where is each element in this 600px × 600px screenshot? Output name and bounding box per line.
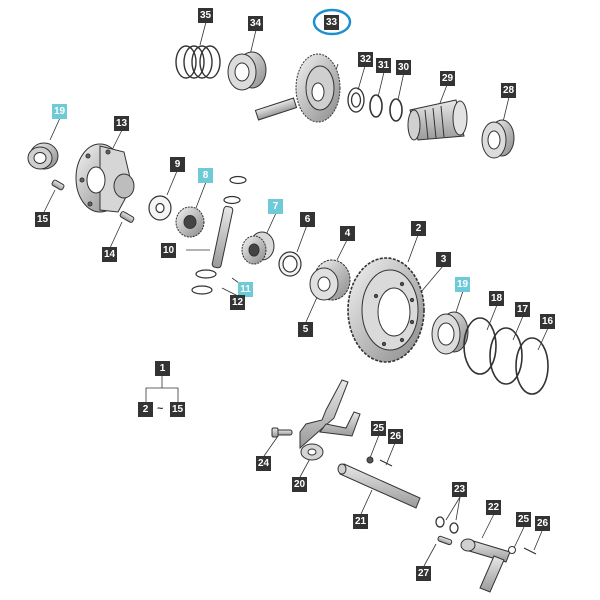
callout-13[interactable]: 13: [114, 116, 130, 131]
part-10-cross-shaft: [211, 205, 234, 269]
part-35-snap-rings: [175, 45, 221, 79]
legend-assembly-1[interactable]: 1: [155, 361, 170, 376]
callout-26-lower[interactable]: 26: [535, 516, 551, 531]
callout-34[interactable]: 34: [248, 16, 264, 31]
legend-range-separator: ~: [157, 403, 164, 415]
callout-14[interactable]: 14: [102, 247, 118, 262]
part-22-lever: [460, 538, 511, 593]
part-16-ring: [515, 337, 549, 395]
callout-33-selected[interactable]: 33: [324, 15, 340, 30]
callout-17[interactable]: 17: [515, 302, 531, 317]
callout-20[interactable]: 20: [292, 477, 308, 492]
part-17-ring: [489, 327, 523, 385]
callout-15[interactable]: 15: [35, 212, 51, 227]
part-26-pin-upper: [379, 459, 393, 467]
legend-range-start-2[interactable]: 2: [138, 402, 153, 417]
part-25-pin-upper: [366, 456, 374, 464]
callout-2[interactable]: 2: [411, 221, 426, 236]
callout-22[interactable]: 22: [486, 500, 502, 515]
part-30-ring: [389, 98, 403, 122]
part-15-bolt: [51, 179, 65, 191]
part-33-bevel-pinion: [254, 53, 341, 123]
callout-30[interactable]: 30: [396, 60, 412, 75]
part-28-bearing: [481, 119, 515, 159]
part-14-pin: [119, 211, 135, 223]
callout-5[interactable]: 5: [298, 322, 313, 337]
callout-19-lower[interactable]: 19: [455, 277, 471, 292]
part-washer-clips: [223, 175, 247, 205]
part-21-shift-rod: [337, 463, 421, 509]
callout-35[interactable]: 35: [198, 8, 214, 23]
part-13-differential-case: [75, 143, 135, 213]
part-20-shift-fork: [299, 379, 361, 461]
part-23-o-rings: [435, 516, 459, 534]
callout-18[interactable]: 18: [489, 291, 505, 306]
part-9-washer: [148, 195, 172, 221]
part-24-bolt: [271, 427, 293, 438]
callout-11[interactable]: 11: [238, 282, 253, 297]
callout-12[interactable]: 12: [230, 295, 246, 310]
callout-32[interactable]: 32: [358, 52, 374, 67]
callout-29[interactable]: 29: [440, 71, 456, 86]
callout-6[interactable]: 6: [300, 212, 315, 227]
callout-25-lower[interactable]: 25: [516, 512, 532, 527]
callout-8[interactable]: 8: [198, 168, 213, 183]
part-12-snap-ring: [191, 285, 213, 295]
part-32-washer: [347, 87, 365, 113]
part-2-ring-gear: [347, 257, 425, 363]
callout-28[interactable]: 28: [501, 83, 517, 98]
part-11-thrust-washer: [195, 269, 217, 279]
callout-31[interactable]: 31: [376, 58, 392, 73]
callout-16[interactable]: 16: [540, 314, 556, 329]
callout-23[interactable]: 23: [452, 482, 468, 497]
part-29-shaft: [407, 99, 468, 141]
part-19-bearing-lower: [431, 311, 469, 355]
part-26-pin-lower: [523, 547, 537, 555]
callout-25-upper[interactable]: 25: [371, 421, 387, 436]
selection-highlight-ring: [312, 8, 352, 36]
part-25-pin-lower: [508, 546, 516, 554]
part-4-side-gear: [309, 259, 351, 301]
callout-4[interactable]: 4: [340, 226, 355, 241]
part-27-bolt: [437, 535, 453, 546]
part-6-washer: [278, 251, 302, 277]
part-7-pinion-gear: [241, 231, 275, 265]
callout-27[interactable]: 27: [416, 566, 432, 581]
part-34-bearing: [227, 51, 267, 91]
callout-21[interactable]: 21: [353, 514, 369, 529]
callout-19-upper[interactable]: 19: [52, 104, 68, 119]
callout-7[interactable]: 7: [268, 199, 283, 214]
callout-26-upper[interactable]: 26: [388, 429, 404, 444]
part-18-ring: [463, 317, 497, 375]
callout-9[interactable]: 9: [170, 157, 185, 172]
part-19-seal-upper: [27, 142, 59, 170]
part-8-side-gear: [175, 206, 205, 238]
callout-10[interactable]: 10: [161, 243, 177, 258]
callout-24[interactable]: 24: [256, 456, 272, 471]
part-31-ring: [369, 94, 383, 118]
leader-lines: [43, 21, 549, 567]
legend-range-end-15[interactable]: 15: [170, 402, 186, 417]
callout-3[interactable]: 3: [436, 252, 451, 267]
